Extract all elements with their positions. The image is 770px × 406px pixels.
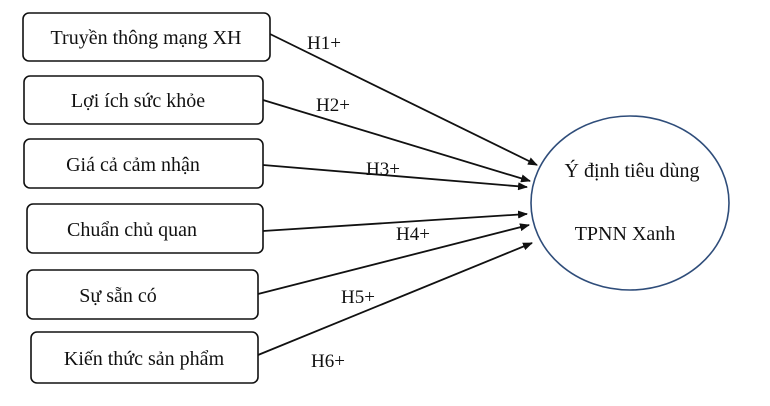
target-label-line1: Ý định tiêu dùng xyxy=(565,159,700,182)
arrow-h1 xyxy=(269,33,538,166)
factor-label-3: Giá cả cảm nhận xyxy=(66,154,200,176)
hypothesis-label-3: H3+ xyxy=(366,159,400,180)
factor-box-2 xyxy=(23,75,264,125)
arrow-h5 xyxy=(257,223,530,295)
factor-label-2: Lợi ích sức khỏe xyxy=(71,90,205,112)
factor-box-4 xyxy=(26,203,264,254)
factor-label-1: Truyền thông mạng XH xyxy=(51,27,242,49)
factor-label-5: Sự sẵn có xyxy=(79,285,157,307)
target-label-line2: TPNN Xanh xyxy=(575,223,676,245)
arrow-h2 xyxy=(262,99,531,183)
factor-label-6: Kiến thức sản phẩm xyxy=(64,348,225,370)
hypothesis-label-2: H2+ xyxy=(316,95,350,116)
factor-label-4: Chuẩn chủ quan xyxy=(67,219,197,241)
arrow-h6 xyxy=(257,242,533,356)
target-ellipse xyxy=(530,115,730,291)
hypothesis-label-6: H6+ xyxy=(311,351,345,372)
hypothesis-label-4: H4+ xyxy=(396,224,430,245)
factor-box-1 xyxy=(22,12,271,62)
hypothesis-label-5: H5+ xyxy=(341,287,375,308)
arrow-h4 xyxy=(262,210,528,232)
factor-box-5 xyxy=(26,269,259,320)
factor-box-6 xyxy=(30,331,259,384)
hypothesis-label-1: H1+ xyxy=(307,33,341,54)
arrow-h3 xyxy=(262,164,528,191)
factor-box-3 xyxy=(23,138,264,189)
